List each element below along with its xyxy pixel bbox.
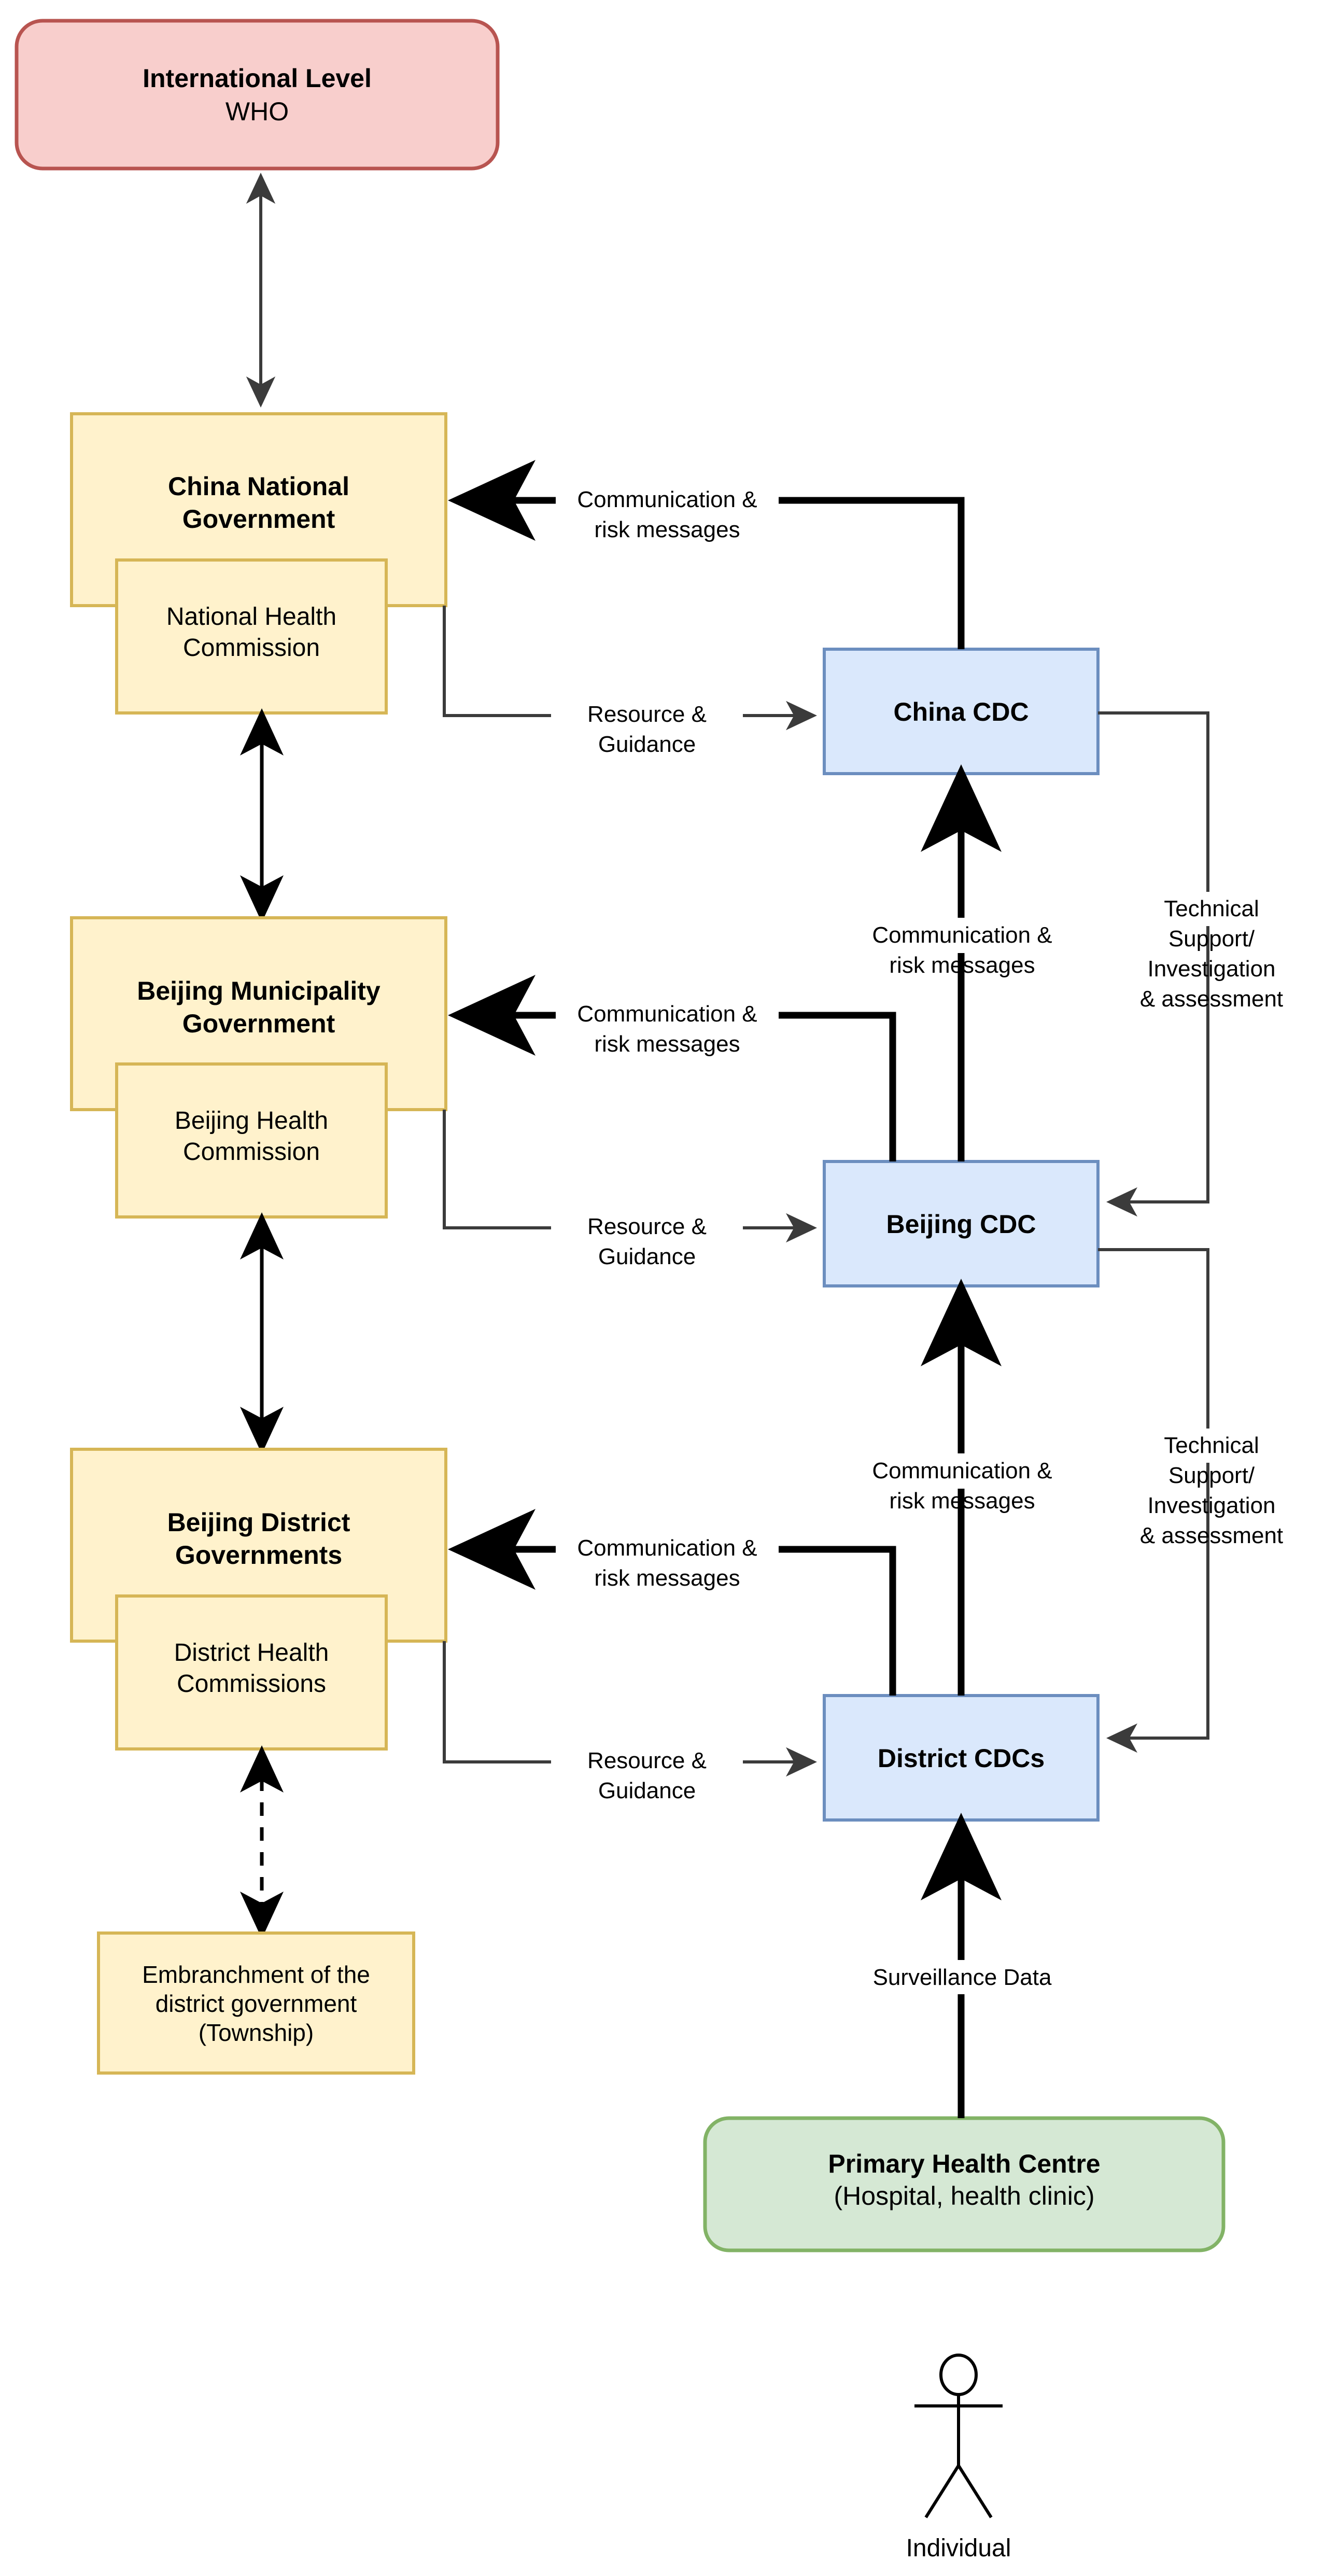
node-international-level[interactable]: International Level WHO	[15, 19, 500, 171]
label-comm-cdc-up-national: Communication & risk messages	[842, 918, 1082, 978]
label-resource-beijing: Resource & Guidance	[551, 1210, 743, 1269]
beijing-cdc-title: Beijing CDC	[886, 1210, 1036, 1239]
international-level-title: International Level	[143, 64, 372, 93]
label-resource-national-line1: Resource &	[587, 702, 707, 727]
node-china-national-government[interactable]: China National Government	[70, 412, 447, 607]
node-beijing-cdc[interactable]: Beijing CDC	[823, 1160, 1100, 1287]
label-comm-cdc-up-national-line2: risk messages	[889, 953, 1035, 978]
edge-beijing-cdc-to-district-cdcs-technical-support	[1098, 1248, 1209, 1753]
label-comm-beijing: Communication & risk messages	[556, 997, 779, 1057]
beijing-health-commission-box	[115, 1062, 388, 1219]
label-comm-national-line1: Communication &	[577, 487, 757, 512]
label-resource-beijing-line1: Resource &	[587, 1214, 707, 1239]
township-line1: Embranchment of the	[142, 1961, 370, 1988]
label-comm-beijing-line1: Communication &	[577, 1001, 757, 1027]
beijing-health-commission-line2: Commission	[183, 1138, 320, 1166]
china-cdc-box	[823, 648, 1100, 775]
person-icon	[914, 2354, 1003, 2518]
label-comm-cdc-up-beijing-line1: Communication &	[872, 1458, 1052, 1483]
china-national-government-title-line2: Government	[182, 505, 335, 534]
international-level-subtitle: WHO	[226, 97, 289, 126]
china-cdc-title: China CDC	[893, 697, 1029, 726]
label-surveillance-data-text: Surveillance Data	[873, 1965, 1052, 1990]
label-comm-national-line2: risk messages	[594, 517, 740, 542]
beijing-municipality-government-title-line2: Government	[182, 1009, 335, 1038]
edge-china-cdc-to-beijing-cdc-technical-support	[1098, 711, 1209, 1217]
label-tech-support-lower-line2: Support/	[1168, 1463, 1255, 1488]
beijing-health-commission-line1: Beijing Health	[175, 1107, 328, 1135]
label-resource-district-line2: Guidance	[598, 1778, 696, 1803]
primary-health-centre-subtitle: (Hospital, health clinic)	[834, 2181, 1095, 2210]
label-tech-support-upper-line3: Investigation	[1147, 956, 1275, 982]
district-health-commissions-box	[115, 1594, 388, 1751]
node-individual[interactable]: Individual	[906, 2354, 1011, 2562]
district-health-commissions-line1: District Health	[174, 1639, 329, 1667]
beijing-municipality-government-title-line1: Beijing Municipality	[137, 976, 381, 1005]
label-comm-national: Communication & risk messages	[556, 482, 779, 542]
label-resource-district: Resource & Guidance	[551, 1744, 743, 1803]
township-line3: (Township)	[199, 2019, 314, 2046]
district-cdcs-box	[823, 1694, 1100, 1822]
beijing-district-governments-title-line2: Governments	[175, 1541, 342, 1570]
node-township-embranchment[interactable]: Embranchment of the district government …	[97, 1931, 415, 2075]
label-surveillance-data: Surveillance Data	[835, 1960, 1089, 1994]
china-national-government-title-line1: China National	[168, 472, 349, 501]
township-box	[97, 1931, 415, 2075]
label-tech-support-lower-line3: Investigation	[1147, 1493, 1275, 1518]
node-china-cdc[interactable]: China CDC	[823, 648, 1100, 775]
label-comm-cdc-up-beijing-line2: risk messages	[889, 1488, 1035, 1514]
national-health-commission-line2: Commission	[183, 634, 320, 662]
label-tech-support-upper: Technical Support/ Investigation & asses…	[1128, 892, 1293, 1012]
beijing-cdc-box	[823, 1160, 1100, 1287]
label-comm-district: Communication & risk messages	[556, 1531, 779, 1591]
national-health-commission-box	[115, 558, 388, 715]
label-resource-national: Resource & Guidance	[551, 697, 743, 757]
node-beijing-health-commission[interactable]: Beijing Health Commission	[115, 1062, 388, 1219]
label-resource-district-line1: Resource &	[587, 1748, 707, 1773]
international-level-box	[15, 19, 500, 171]
label-comm-cdc-up-national-line1: Communication &	[872, 922, 1052, 948]
district-health-commissions-line2: Commissions	[177, 1670, 326, 1698]
node-national-health-commission[interactable]: National Health Commission	[115, 558, 388, 715]
node-district-cdcs[interactable]: District CDCs	[823, 1694, 1100, 1822]
label-tech-support-upper-line1: Technical	[1164, 896, 1259, 921]
primary-health-centre-title: Primary Health Centre	[828, 2149, 1100, 2178]
label-tech-support-upper-line4: & assessment	[1140, 986, 1283, 1012]
node-district-health-commissions[interactable]: District Health Commissions	[115, 1594, 388, 1751]
label-resource-national-line2: Guidance	[598, 732, 696, 757]
label-comm-district-line1: Communication &	[577, 1535, 757, 1561]
label-tech-support-lower-line4: & assessment	[1140, 1523, 1283, 1548]
individual-label: Individual	[906, 2535, 1011, 2562]
label-comm-cdc-up-beijing: Communication & risk messages	[842, 1453, 1082, 1514]
label-comm-beijing-line2: risk messages	[594, 1031, 740, 1057]
district-cdcs-title: District CDCs	[878, 1744, 1045, 1773]
label-tech-support-upper-line2: Support/	[1168, 926, 1255, 951]
label-resource-beijing-line2: Guidance	[598, 1244, 696, 1269]
label-comm-district-line2: risk messages	[594, 1565, 740, 1591]
node-primary-health-centre[interactable]: Primary Health Centre (Hospital, health …	[703, 2116, 1226, 2252]
national-health-commission-line1: National Health	[166, 603, 336, 631]
beijing-district-governments-title-line1: Beijing District	[167, 1508, 350, 1537]
township-line2: district government	[156, 1990, 357, 2017]
label-tech-support-lower-line1: Technical	[1164, 1433, 1259, 1458]
label-tech-support-lower: Technical Support/ Investigation & asses…	[1128, 1429, 1293, 1548]
